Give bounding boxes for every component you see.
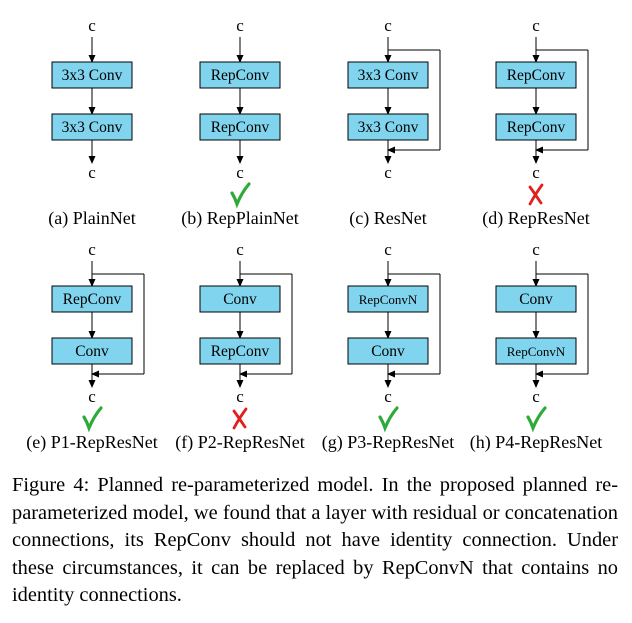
layer-block-label: RepConv (211, 119, 270, 136)
output-label: c (532, 387, 540, 406)
layer-block (347, 337, 429, 365)
input-label: c (88, 240, 96, 259)
layer-block (495, 113, 577, 141)
output-label: c (236, 163, 244, 182)
layer-block-label: 3x3 Conv (62, 119, 123, 136)
output-label: c (532, 163, 540, 182)
layer-block (51, 113, 133, 141)
layer-block (347, 113, 429, 141)
output-label: c (236, 387, 244, 406)
layer-block-label: RepConv (63, 291, 122, 308)
panel-caption: (a) PlainNet (48, 208, 135, 229)
input-label: c (384, 16, 392, 35)
layer-block-label: 3x3 Conv (358, 119, 419, 136)
input-label: c (384, 240, 392, 259)
caption-text: Planned re-parameterized model. In the p… (12, 474, 618, 607)
layer-block (495, 61, 577, 89)
panel-caption: (c) ResNet (349, 208, 426, 229)
panel-caption: (b) RepPlainNet (181, 208, 298, 229)
panel-caption: (f) P2-RepResNet (175, 432, 304, 453)
check-icon (378, 406, 399, 433)
layer-block (495, 285, 577, 313)
check-icon (230, 182, 251, 209)
input-label: c (236, 240, 244, 259)
panel-caption: (g) P3-RepResNet (322, 432, 454, 453)
layer-block (495, 337, 577, 365)
layer-block (199, 113, 281, 141)
panel-caption: (d) RepResNet (482, 208, 589, 229)
layer-block-label: 3x3 Conv (62, 67, 123, 84)
layer-block (51, 285, 133, 313)
layer-block-label: RepConv (211, 67, 270, 84)
check-icon (82, 406, 103, 433)
output-label: c (88, 163, 96, 182)
input-label: c (532, 16, 540, 35)
check-icon (526, 406, 547, 433)
panel-a: c 3x3 Conv 3x3 Conv c (a) PlainNet (48, 16, 135, 229)
layer-block-label: RepConv (507, 119, 566, 136)
layer-block-label: RepConvN (507, 344, 566, 359)
figure-caption: Figure 4: Planned re-parameterized model… (12, 472, 618, 610)
layer-block (347, 285, 429, 313)
layer-block (51, 337, 133, 365)
layer-block-label: RepConv (507, 67, 566, 84)
output-label: c (384, 387, 392, 406)
layer-block-label: Conv (75, 343, 109, 360)
panel-c: c 3x3 Conv 3x3 Conv c (c) ResNet (347, 16, 441, 229)
input-label: c (236, 16, 244, 35)
layer-block (347, 61, 429, 89)
input-label: c (532, 240, 540, 259)
layer-block-label: Conv (371, 343, 405, 360)
layer-block-label: Conv (519, 291, 553, 308)
panel-caption: (e) P1-RepResNet (26, 432, 157, 453)
caption-label: Figure 4: (12, 474, 90, 496)
layer-block (199, 61, 281, 89)
layer-block-label: 3x3 Conv (358, 67, 419, 84)
cross-icon (528, 183, 544, 206)
panel-caption: (h) P4-RepResNet (470, 432, 602, 453)
layer-block-label: RepConv (211, 343, 270, 360)
output-label: c (88, 387, 96, 406)
layer-block-label: Conv (223, 291, 257, 308)
cross-icon (232, 407, 248, 430)
layer-block (199, 337, 281, 365)
output-label: c (384, 163, 392, 182)
input-label: c (88, 16, 96, 35)
layer-block-label: RepConvN (359, 292, 418, 307)
